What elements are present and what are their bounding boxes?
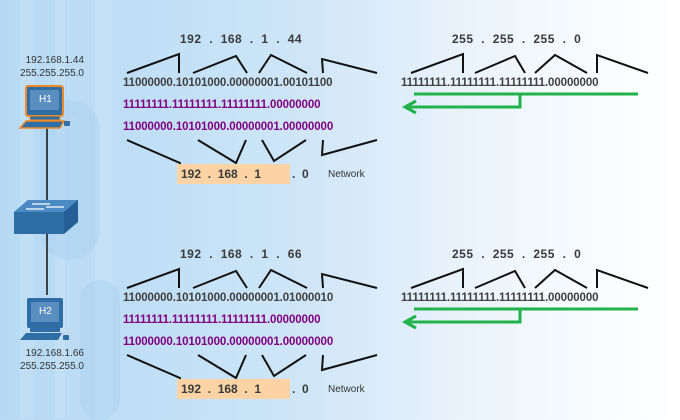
pc-icon-h1 (18, 85, 76, 129)
mask-binary-1: 11111111.11111111.11111111.00000000 (123, 99, 321, 111)
network-highlight-1 (177, 164, 290, 184)
mask-decimal-2: 255 . 255 . 255 . 0 (452, 247, 582, 261)
network-octets-2: 192 . 168 . 1 (181, 382, 265, 396)
result-binary-1: 11000000.10101000.00000001.00000000 (123, 121, 334, 133)
and-arrow-1 (401, 92, 638, 115)
ip-decimal-2: 192 . 168 . 1 . 66 (180, 247, 303, 261)
h1-mask-label: 255.255.255.0 (20, 68, 84, 79)
h2-mask-label: 255.255.255.0 (20, 361, 84, 372)
background-stripe (95, 0, 113, 419)
ip-binary-2: 11000000.10101000.00000001.01000010 (123, 292, 334, 304)
result-binary-2: 11000000.10101000.00000001.00000000 (123, 336, 334, 348)
h2-ip-label: 192.168.1.66 (25, 348, 84, 359)
h1-name: H1 (39, 94, 52, 105)
switch-icon (14, 200, 78, 234)
network-octets-1: 192 . 168 . 1 (181, 167, 265, 181)
h2-name: H2 (39, 306, 52, 317)
ip-decimal-1: 192 . 168 . 1 . 44 (180, 32, 303, 46)
network-last-octet-2: . 0 (292, 382, 309, 396)
network-last-octet-1: . 0 (292, 167, 309, 181)
mask-binary-right-1: 11111111.11111111.11111111.00000000 (401, 77, 599, 89)
mask-binary-2: 11111111.11111111.11111111.00000000 (123, 314, 321, 326)
ip-binary-1: 11000000.10101000.00000001.00101100 (123, 77, 333, 89)
network-highlight-2 (177, 379, 290, 399)
network-label-2: Network (328, 384, 365, 395)
h1-ip-label: 192.168.1.44 (25, 55, 84, 66)
mask-binary-right-2: 11111111.11111111.11111111.00000000 (401, 292, 599, 304)
pc-icon-h2 (20, 298, 74, 340)
background-shape (80, 280, 120, 420)
mask-decimal-1: 255 . 255 . 255 . 0 (452, 32, 582, 46)
octet-brackets (126, 52, 649, 382)
and-arrow-2 (401, 307, 638, 330)
network-label-1: Network (328, 169, 365, 180)
